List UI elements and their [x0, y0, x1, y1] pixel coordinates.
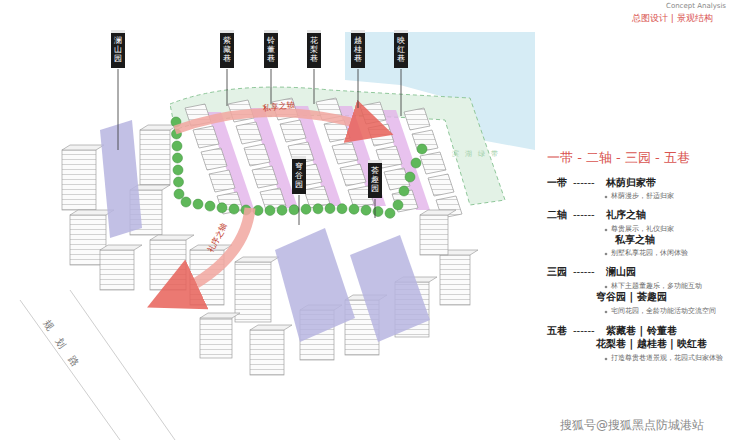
tag-text: 花梨巷: [310, 37, 318, 63]
name-tag: 花梨巷: [307, 30, 321, 68]
legend-text: 礼序之轴: [606, 209, 646, 221]
legend-text: 林荫归家带: [606, 177, 656, 189]
legend-text: 五巷: [547, 325, 567, 337]
legend-text: 穹谷园 | 荟趣园: [596, 291, 667, 303]
legend-text: 澜山园: [606, 266, 636, 278]
page-title: 总图设计 | 景观结构: [632, 13, 713, 24]
tag-text: 荟趣园: [371, 167, 379, 193]
tag-leaders: [118, 69, 401, 225]
name-tag: 澜山园: [111, 30, 125, 68]
legend-text: 二轴: [547, 209, 567, 221]
legend-text: 一带 - 二轴 - 三园 - 五巷: [547, 150, 690, 166]
map-label: Concept Analysis: [666, 2, 726, 10]
name-tag: 越桂巷: [351, 30, 365, 68]
garden-patch: [100, 120, 142, 238]
ceremony-axis-arrow: [172, 208, 250, 296]
legend-text: 三园: [547, 266, 567, 278]
lake: [345, 32, 535, 150]
legend-text: ------: [573, 209, 595, 221]
tag-text: 铃董巷: [267, 37, 275, 63]
garden-patch: [350, 235, 430, 342]
tag-text: 澜山园: [114, 37, 122, 63]
legend-text: 紫藏巷 | 铃董巷: [606, 325, 677, 337]
name-tag: 荟趣园: [368, 160, 382, 198]
legend-text: ------: [573, 177, 595, 189]
legend-text: ------: [573, 325, 595, 337]
name-tag: 铃董巷: [264, 30, 278, 68]
tag-text: 越桂巷: [354, 37, 362, 63]
tag-text: 映红巷: [397, 37, 405, 63]
legend-text: 林荫漫步，舒适归家: [611, 192, 674, 200]
private-axis-arrow: [175, 112, 372, 130]
legend-text: 别墅私享花园，休闲体验: [611, 249, 688, 257]
tag-text: 紫藏巷: [223, 37, 231, 63]
garden-patch: [275, 228, 355, 342]
road-edge: [20, 290, 175, 440]
legend-text: 尊贵展示，礼仪归家: [611, 225, 674, 233]
name-tag: 紫藏巷: [220, 30, 234, 68]
legend-text: 花梨巷 | 越桂巷 | 映红巷: [596, 338, 707, 350]
watermark: 搜狐号@搜狐黑点防城港站: [560, 418, 704, 432]
tag-text: 穹谷园: [295, 163, 303, 189]
name-tag: 穹谷园: [292, 156, 306, 194]
buildings: [62, 98, 478, 375]
map-label: 滨湖绿带: [452, 150, 504, 158]
legend-text: 林下主题童趣乐，多功能互动: [611, 282, 702, 290]
map-label: 规划路: [40, 318, 88, 379]
legend-text: 私享之轴: [615, 234, 655, 246]
legend-text: 宅间花园，全龄功能活动交流空间: [611, 307, 716, 315]
name-tag: 映红巷: [394, 30, 408, 68]
legend-text: ------: [573, 266, 595, 278]
legend-text: 一带: [547, 177, 567, 189]
legend-text: 打造尊贵巷道景观，花园式归家体验: [611, 354, 723, 362]
